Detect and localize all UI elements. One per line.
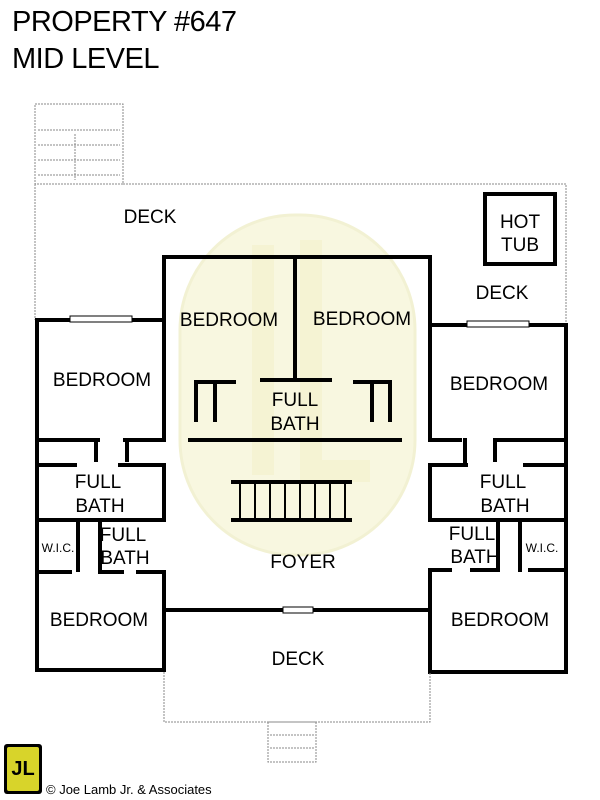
label-full-bath-left-lower-2: BATH bbox=[100, 548, 149, 569]
jl-logo: JL bbox=[4, 744, 42, 794]
label-full-bath-center-2: BATH bbox=[270, 414, 319, 435]
label-wic-left: W.I.C. bbox=[42, 541, 75, 555]
label-full-bath-right-lower-2: BATH bbox=[450, 547, 499, 568]
lower-deck bbox=[163, 672, 431, 763]
label-full-bath-left-lower-1: FULL bbox=[100, 525, 146, 546]
label-bedroom-center-left: BEDROOM bbox=[180, 310, 278, 331]
watermark-logo bbox=[178, 213, 417, 557]
level-subtitle: MID LEVEL bbox=[12, 43, 160, 75]
walls bbox=[35, 255, 568, 674]
page-title: PROPERTY #647 bbox=[12, 6, 237, 38]
windows bbox=[69, 315, 530, 614]
label-bedroom-upper-left: BEDROOM bbox=[53, 370, 151, 391]
label-hot-tub-1: HOT bbox=[500, 212, 541, 233]
label-deck-right: DECK bbox=[476, 283, 529, 304]
logo-text: JL bbox=[7, 747, 39, 791]
label-bedroom-upper-right: BEDROOM bbox=[450, 374, 548, 395]
label-full-bath-right-upper-1: FULL bbox=[480, 472, 526, 493]
hot-tub bbox=[483, 192, 557, 266]
label-foyer: FOYER bbox=[270, 552, 335, 573]
label-deck-bottom: DECK bbox=[272, 649, 325, 670]
label-bedroom-lower-left: BEDROOM bbox=[50, 610, 148, 631]
label-full-bath-center-1: FULL bbox=[272, 390, 318, 411]
label-bedroom-lower-right: BEDROOM bbox=[451, 610, 549, 631]
label-hot-tub-2: TUB bbox=[501, 235, 539, 256]
label-full-bath-right-lower-1: FULL bbox=[449, 524, 495, 545]
deck-outline bbox=[34, 183, 567, 325]
label-full-bath-left-upper-1: FULL bbox=[75, 472, 121, 493]
label-wic-right: W.I.C. bbox=[526, 541, 559, 555]
label-full-bath-left-upper-2: BATH bbox=[75, 496, 124, 517]
label-deck-top: DECK bbox=[124, 207, 177, 228]
label-bedroom-center-right: BEDROOM bbox=[313, 309, 411, 330]
upper-deck-stairs bbox=[34, 103, 124, 185]
label-full-bath-right-upper-2: BATH bbox=[480, 496, 529, 517]
copyright-text: © Joe Lamb Jr. & Associates bbox=[46, 782, 212, 797]
foyer-stairs bbox=[231, 480, 352, 522]
